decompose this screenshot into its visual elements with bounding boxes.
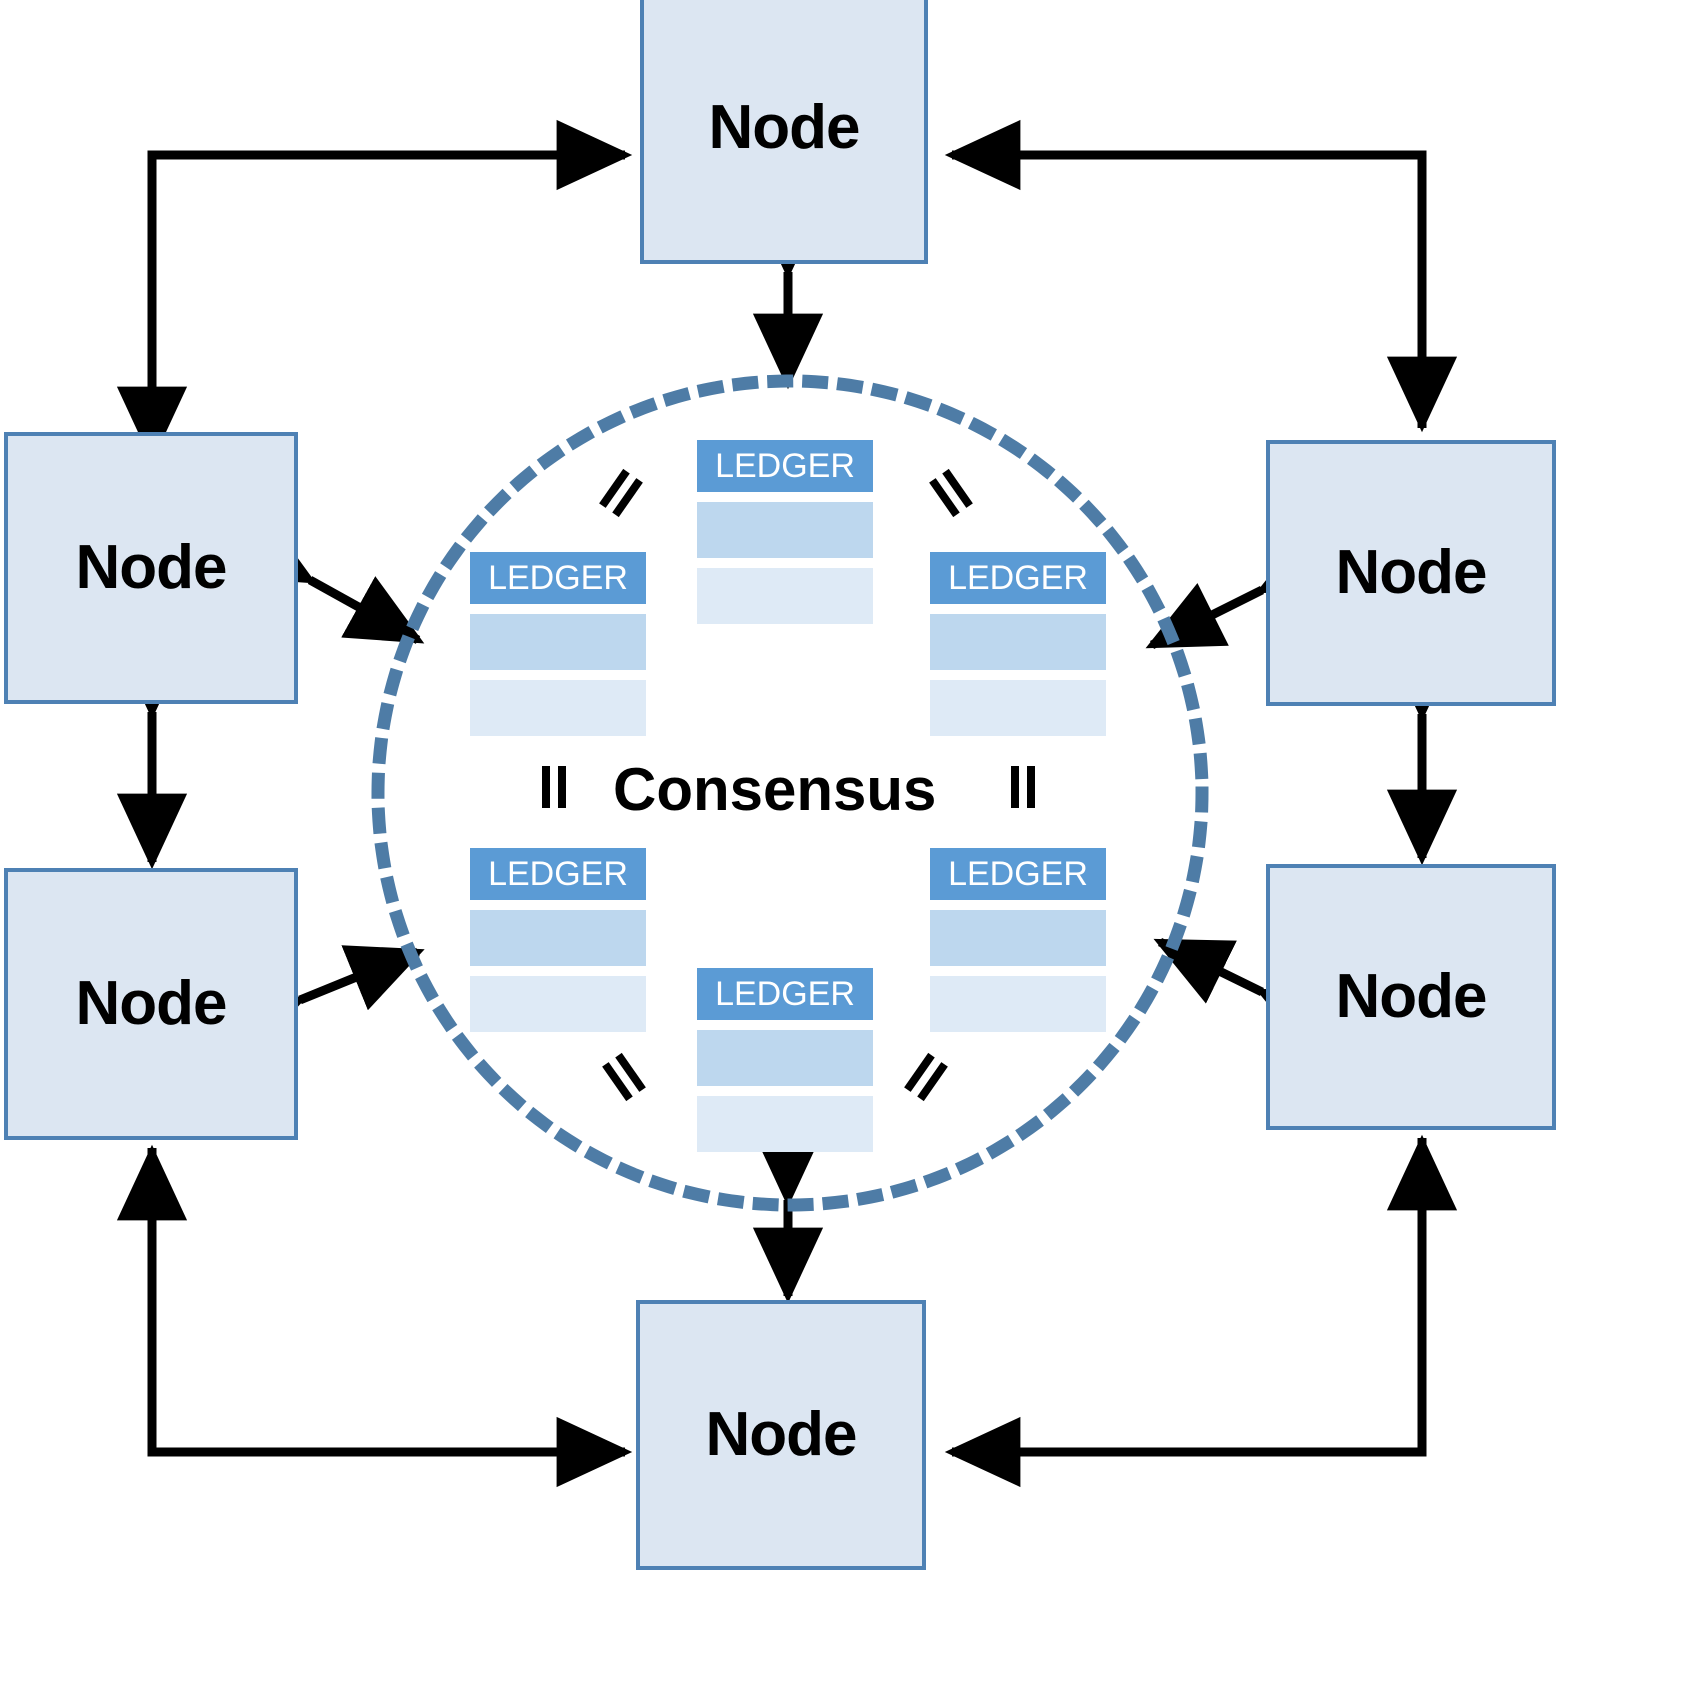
equals-icon-mid-right xyxy=(1008,766,1038,808)
node-top[interactable]: Node xyxy=(640,0,928,264)
ledger-row-primary xyxy=(930,910,1106,966)
node-label: Node xyxy=(1335,538,1488,607)
ledger-header: LEDGER xyxy=(470,848,646,900)
spoke-left-lower xyxy=(223,945,425,1059)
ledger-row-secondary xyxy=(697,568,873,624)
ledger-card-left-upper[interactable]: LEDGER xyxy=(470,552,646,736)
node-right-upper[interactable]: Node xyxy=(1266,440,1556,706)
ledger-header: LEDGER xyxy=(930,848,1106,900)
equals-icon-bottom-right xyxy=(902,1051,951,1103)
ledger-row-primary xyxy=(470,910,646,966)
ledger-row-secondary xyxy=(930,976,1106,1032)
path-left-to-bottom xyxy=(147,1148,633,1488)
ledger-row-primary xyxy=(930,614,1106,670)
spoke-left-upper xyxy=(233,516,425,644)
ledger-row-primary xyxy=(697,1030,873,1086)
ledger-row-secondary xyxy=(697,1096,873,1152)
ledger-header: LEDGER xyxy=(697,968,873,1020)
ledger-header: LEDGER xyxy=(930,552,1106,604)
ledger-header: LEDGER xyxy=(697,440,873,492)
ledger-row-secondary xyxy=(470,976,646,1032)
node-right-lower[interactable]: Node xyxy=(1266,864,1556,1130)
path-right-to-top xyxy=(944,119,1427,428)
equals-icon-mid-left xyxy=(539,766,569,808)
node-label: Node xyxy=(708,93,861,162)
equals-icon-bottom-left xyxy=(600,1051,649,1103)
node-label: Node xyxy=(75,969,228,1038)
ledger-header: LEDGER xyxy=(470,552,646,604)
ledger-row-secondary xyxy=(470,680,646,736)
ledger-card-right-upper[interactable]: LEDGER xyxy=(930,552,1106,736)
node-label: Node xyxy=(75,533,228,602)
spoke-right-lower xyxy=(1153,937,1339,1054)
node-label: Node xyxy=(705,1400,858,1469)
node-label: Node xyxy=(1335,962,1488,1031)
ledger-card-bottom[interactable]: LEDGER xyxy=(697,968,873,1152)
node-left-lower[interactable]: Node xyxy=(4,868,298,1140)
path-right-to-bottom xyxy=(944,1138,1427,1488)
ledger-card-top[interactable]: LEDGER xyxy=(697,440,873,624)
ledger-row-primary xyxy=(470,614,646,670)
spoke-right-upper xyxy=(1145,528,1339,650)
path-left-to-top xyxy=(147,119,633,460)
ledger-row-primary xyxy=(697,502,873,558)
ledger-card-left-lower[interactable]: LEDGER xyxy=(470,848,646,1032)
ledger-row-secondary xyxy=(930,680,1106,736)
node-bottom[interactable]: Node xyxy=(636,1300,926,1570)
equals-icon-top-left xyxy=(597,467,646,519)
ledger-card-right-lower[interactable]: LEDGER xyxy=(930,848,1106,1032)
node-left-upper[interactable]: Node xyxy=(4,432,298,704)
equals-icon-top-right xyxy=(927,467,976,519)
consensus-label: Consensus xyxy=(613,756,937,823)
